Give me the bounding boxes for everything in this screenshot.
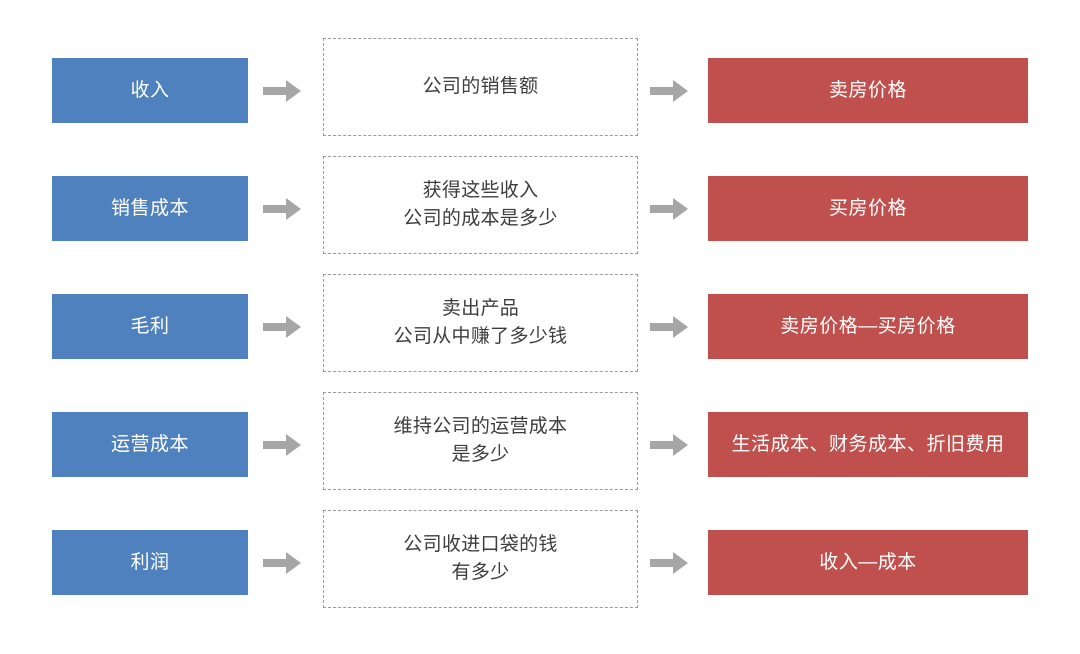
example-box-gross-profit[interactable]: 卖房价格—买房价格 (708, 294, 1028, 359)
term-label: 销售成本 (110, 197, 189, 219)
example-box-cost-of-sales[interactable]: 买房价格 (708, 176, 1028, 241)
right-arrow-icon (650, 552, 688, 574)
right-arrow-icon (263, 198, 301, 220)
right-arrow-icon (650, 434, 688, 456)
right-arrow-icon (263, 316, 301, 338)
meaning-box-operating-cost[interactable]: 维持公司的运营成本 是多少 (323, 392, 638, 490)
term-box-net-profit[interactable]: 利润 (52, 530, 248, 595)
right-arrow-icon (650, 316, 688, 338)
meaning-box-net-profit[interactable]: 公司收进口袋的钱 有多少 (323, 510, 638, 608)
example-label: 买房价格 (828, 197, 907, 219)
diagram-row: 毛利 卖出产品 公司从中赚了多少钱 卖房价格—买房价格 (0, 268, 1080, 386)
meaning-label: 公司的销售额 (422, 76, 539, 98)
example-label: 收入—成本 (819, 551, 917, 573)
diagram-row: 销售成本 获得这些收入 公司的成本是多少 买房价格 (0, 150, 1080, 268)
term-box-operating-cost[interactable]: 运营成本 (52, 412, 248, 477)
example-box-net-profit[interactable]: 收入—成本 (708, 530, 1028, 595)
right-arrow-icon (263, 434, 301, 456)
diagram-row: 利润 公司收进口袋的钱 有多少 收入—成本 (0, 504, 1080, 622)
example-box-operating-cost[interactable]: 生活成本、财务成本、折旧费用 (708, 412, 1028, 477)
right-arrow-icon (263, 552, 301, 574)
diagram-row: 运营成本 维持公司的运营成本 是多少 生活成本、财务成本、折旧费用 (0, 386, 1080, 504)
meaning-label: 获得这些收入 公司的成本是多少 (403, 180, 558, 229)
meaning-label: 公司收进口袋的钱 有多少 (403, 534, 558, 583)
meaning-label: 维持公司的运营成本 是多少 (393, 416, 568, 465)
meaning-box-cost-of-sales[interactable]: 获得这些收入 公司的成本是多少 (323, 156, 638, 254)
term-label: 利润 (130, 551, 170, 573)
diagram-row: 收入 公司的销售额 卖房价格 (0, 32, 1080, 150)
term-label: 收入 (130, 79, 170, 101)
meaning-label: 卖出产品 公司从中赚了多少钱 (393, 298, 568, 347)
right-arrow-icon (263, 80, 301, 102)
right-arrow-icon (650, 80, 688, 102)
meaning-box-revenue[interactable]: 公司的销售额 (323, 38, 638, 136)
meaning-box-gross-profit[interactable]: 卖出产品 公司从中赚了多少钱 (323, 274, 638, 372)
example-box-revenue[interactable]: 卖房价格 (708, 58, 1028, 123)
right-arrow-icon (650, 198, 688, 220)
term-box-gross-profit[interactable]: 毛利 (52, 294, 248, 359)
term-label: 毛利 (130, 315, 170, 337)
example-label: 生活成本、财务成本、折旧费用 (731, 433, 1005, 455)
term-box-revenue[interactable]: 收入 (52, 58, 248, 123)
term-box-cost-of-sales[interactable]: 销售成本 (52, 176, 248, 241)
term-label: 运营成本 (110, 433, 189, 455)
example-label: 卖房价格 (828, 79, 907, 101)
example-label: 卖房价格—买房价格 (780, 315, 956, 337)
